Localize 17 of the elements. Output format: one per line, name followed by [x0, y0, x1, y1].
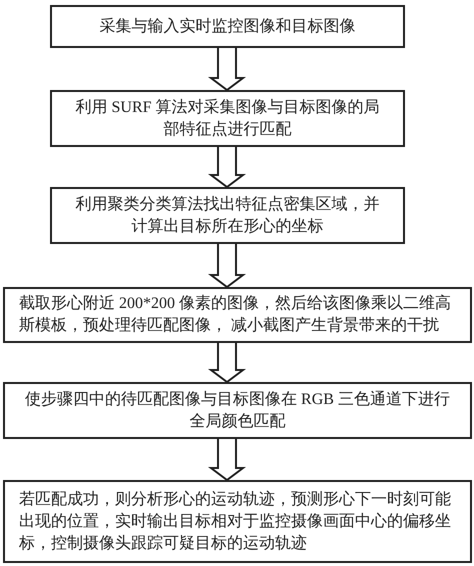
- step-text: 采集与输入实时监控图像和目标图像: [100, 16, 356, 36]
- block-arrow: [208, 146, 246, 188]
- step-text: 截取形心附近 200*200 像素的图像，然后给该图像乘以二维高斯模板，预处理待匹配图像， 减小截图产生背景带来的干扰: [19, 294, 452, 336]
- step-text: 利用 SURF 算法对采集图像与目标图像的局部特征点进行匹配: [74, 98, 381, 140]
- block-arrow: [208, 243, 246, 288]
- block-arrow: [208, 342, 246, 384]
- block-arrow: [208, 438, 246, 482]
- process-box: [3, 480, 472, 563]
- process-box: [50, 90, 405, 147]
- process-box: [3, 287, 472, 343]
- step-text: 利用聚类分类算法找出特征点密集区域，并计算出目标所在形心的坐标: [74, 194, 380, 236]
- step-text: 若匹配成功，则分析形心的运动轨迹，预测形心下一时刻可能出现的位置，实时输出目标相对于监控摄像画面中心的偏移坐标，控制摄像头跟踪可疑目标的运动轨迹: [19, 490, 452, 554]
- process-box: [50, 187, 405, 244]
- process-box: [3, 382, 472, 439]
- process-box: [50, 5, 405, 48]
- step-text: 使步骤四中的待匹配图像与目标图像在 RGB 三色通道下进行全局颜色匹配: [24, 390, 451, 432]
- block-arrow: [208, 47, 246, 92]
